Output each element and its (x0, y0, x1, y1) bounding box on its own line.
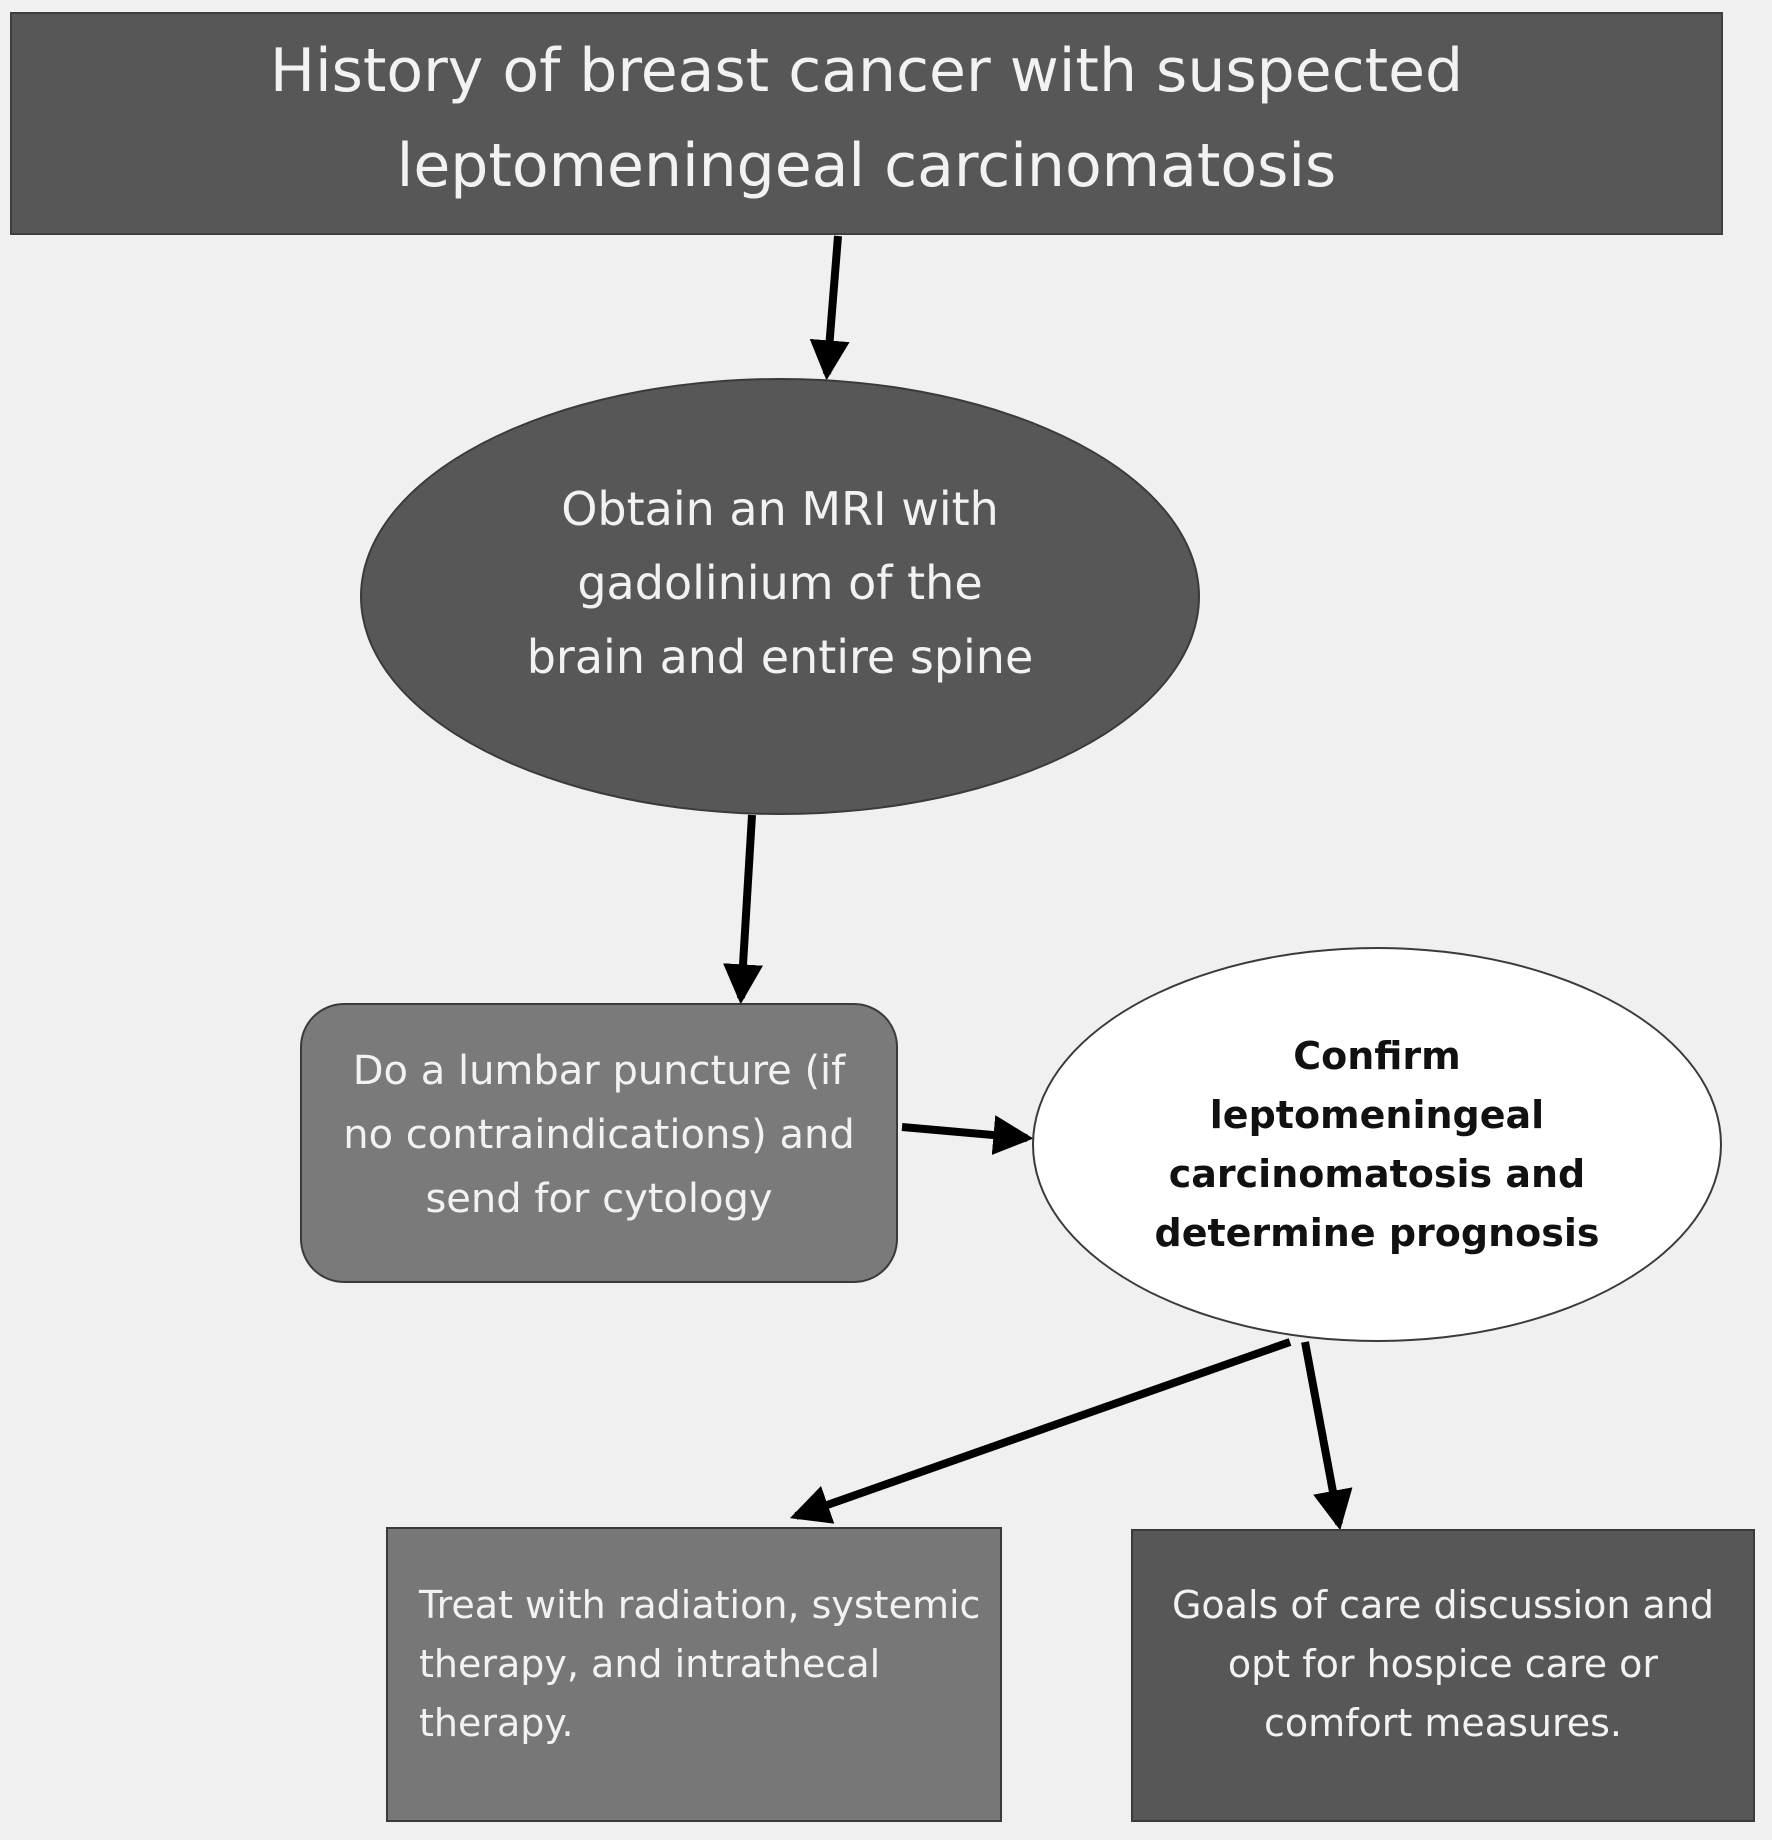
history-line-1: History of breast cancer with suspected (269, 35, 1464, 106)
mri-line-3: brain and entire spine (526, 629, 1034, 684)
lumbar-line-3: send for cytology (425, 1176, 773, 1222)
goals-line-1: Goals of care discussion and (1171, 1583, 1715, 1627)
arrow-confirm-to-goals (1301, 1341, 1353, 1531)
confirm-line-3: carcinomatosis and (1168, 1151, 1586, 1196)
goals-of-care-box: Goals of care discussion and opt for hos… (1131, 1529, 1755, 1822)
confirm-line-2: leptomeningeal (1209, 1092, 1545, 1137)
confirm-line-4: determine prognosis (1154, 1210, 1600, 1255)
mri-line-2: gadolinium of the (577, 555, 983, 610)
treatment-box: Treat with radiation, systemic therapy, … (386, 1527, 1002, 1822)
mri-ellipse: Obtain an MRI with gadolinium of the bra… (360, 378, 1200, 815)
mri-line-1: Obtain an MRI with (561, 481, 999, 536)
goals-line-2: opt for hospice care or (1227, 1642, 1659, 1686)
lumbar-puncture-box: Do a lumbar puncture (if no contraindica… (300, 1003, 898, 1283)
arrow-lumbar-to-confirm (901, 1115, 1034, 1155)
history-line-2: leptomeningeal carcinomatosis (396, 130, 1337, 201)
goals-line-3: comfort measures. (1264, 1701, 1622, 1745)
confirm-line-1: Confirm (1293, 1033, 1461, 1078)
treat-line-2: therapy, and intrathecal (419, 1642, 881, 1686)
arrow-confirm-to-treat (789, 1338, 1292, 1524)
arrow-history-to-mri (809, 235, 850, 381)
arrow-mri-to-lumbar (723, 814, 763, 1005)
history-box: History of breast cancer with suspected … (10, 12, 1723, 235)
lumbar-line-2: no contraindications) and (343, 1112, 855, 1158)
lumbar-line-1: Do a lumbar puncture (if (352, 1048, 846, 1094)
confirm-ellipse: Confirm leptomeningeal carcinomatosis an… (1032, 947, 1722, 1342)
treat-line-3: therapy. (419, 1701, 574, 1745)
treat-line-1: Treat with radiation, systemic (419, 1583, 981, 1627)
